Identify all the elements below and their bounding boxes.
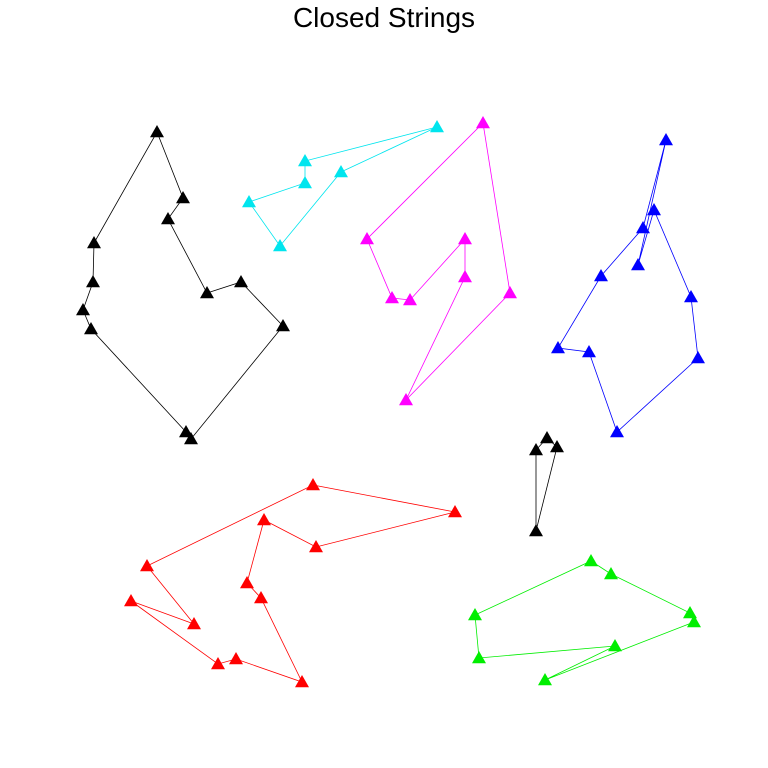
string-5-point-8 xyxy=(211,657,225,670)
string-3-point-1 xyxy=(631,258,645,271)
string-1-point-2 xyxy=(298,176,312,189)
string-3-point-7 xyxy=(551,341,565,354)
string-3-point-5 xyxy=(610,425,624,438)
string-0 xyxy=(76,125,290,445)
string-6-point-7 xyxy=(468,608,482,621)
string-1-point-4 xyxy=(273,239,287,252)
string-0-point-10 xyxy=(86,275,100,288)
string-5-point-6 xyxy=(295,675,309,688)
string-0-line xyxy=(82,131,284,440)
string-5 xyxy=(124,478,462,688)
string-3-point-8 xyxy=(594,269,608,282)
string-1-point-0 xyxy=(430,120,444,133)
string-6-point-2 xyxy=(683,606,697,619)
string-5-point-2 xyxy=(309,540,323,553)
string-2-point-5 xyxy=(403,293,417,306)
string-6-point-5 xyxy=(608,639,622,652)
string-2-point-4 xyxy=(458,232,472,245)
string-5-point-9 xyxy=(124,594,138,607)
string-3 xyxy=(551,133,705,438)
string-2-point-1 xyxy=(503,286,517,299)
string-4 xyxy=(529,431,564,537)
string-0-point-3 xyxy=(200,286,214,299)
string-1-point-3 xyxy=(242,195,256,208)
string-0-point-1 xyxy=(176,191,190,204)
string-0-point-7 xyxy=(179,425,193,438)
string-2-point-0 xyxy=(476,116,490,129)
string-3-line xyxy=(557,139,699,433)
string-3-point-0 xyxy=(659,133,673,146)
string-6-point-4 xyxy=(538,673,552,686)
string-2 xyxy=(360,116,517,406)
string-3-point-2 xyxy=(647,203,661,216)
string-5-point-11 xyxy=(140,559,154,572)
string-0-point-9 xyxy=(76,303,90,316)
string-0-point-2 xyxy=(161,212,175,225)
string-6-line xyxy=(474,560,695,681)
string-0-point-4 xyxy=(234,275,248,288)
string-5-point-4 xyxy=(240,576,254,589)
string-2-point-2 xyxy=(399,393,413,406)
string-0-point-6 xyxy=(184,432,198,445)
string-1-line xyxy=(248,126,438,247)
string-5-point-5 xyxy=(254,591,268,604)
string-5-point-0 xyxy=(306,478,320,491)
string-2-point-7 xyxy=(360,232,374,245)
string-1-point-1 xyxy=(298,154,312,167)
string-3-point-9 xyxy=(636,221,650,234)
string-4-point-3 xyxy=(529,443,543,456)
string-2-line xyxy=(366,122,511,401)
string-0-point-8 xyxy=(84,322,98,335)
string-3-point-6 xyxy=(582,345,596,358)
string-1 xyxy=(242,120,444,252)
string-4-point-0 xyxy=(540,431,554,444)
string-0-point-11 xyxy=(87,236,101,249)
string-3-point-4 xyxy=(691,351,705,364)
string-0-point-5 xyxy=(276,319,290,332)
string-6-point-0 xyxy=(584,554,598,567)
string-4-point-2 xyxy=(529,524,543,537)
string-6-point-6 xyxy=(472,651,486,664)
string-2-point-6 xyxy=(385,291,399,304)
string-5-point-10 xyxy=(187,617,201,630)
string-2-point-3 xyxy=(458,270,472,283)
string-0-point-0 xyxy=(150,125,164,138)
string-4-point-1 xyxy=(550,440,564,453)
string-1-point-5 xyxy=(334,165,348,178)
string-5-point-1 xyxy=(448,505,462,518)
string-5-point-7 xyxy=(229,652,243,665)
chart-title: Closed Strings xyxy=(292,2,476,33)
string-6-point-1 xyxy=(604,567,618,580)
string-5-line xyxy=(130,484,456,683)
string-5-point-3 xyxy=(257,513,271,526)
string-3-point-3 xyxy=(684,290,698,303)
string-6-point-3 xyxy=(687,615,701,628)
string-6 xyxy=(468,554,701,686)
